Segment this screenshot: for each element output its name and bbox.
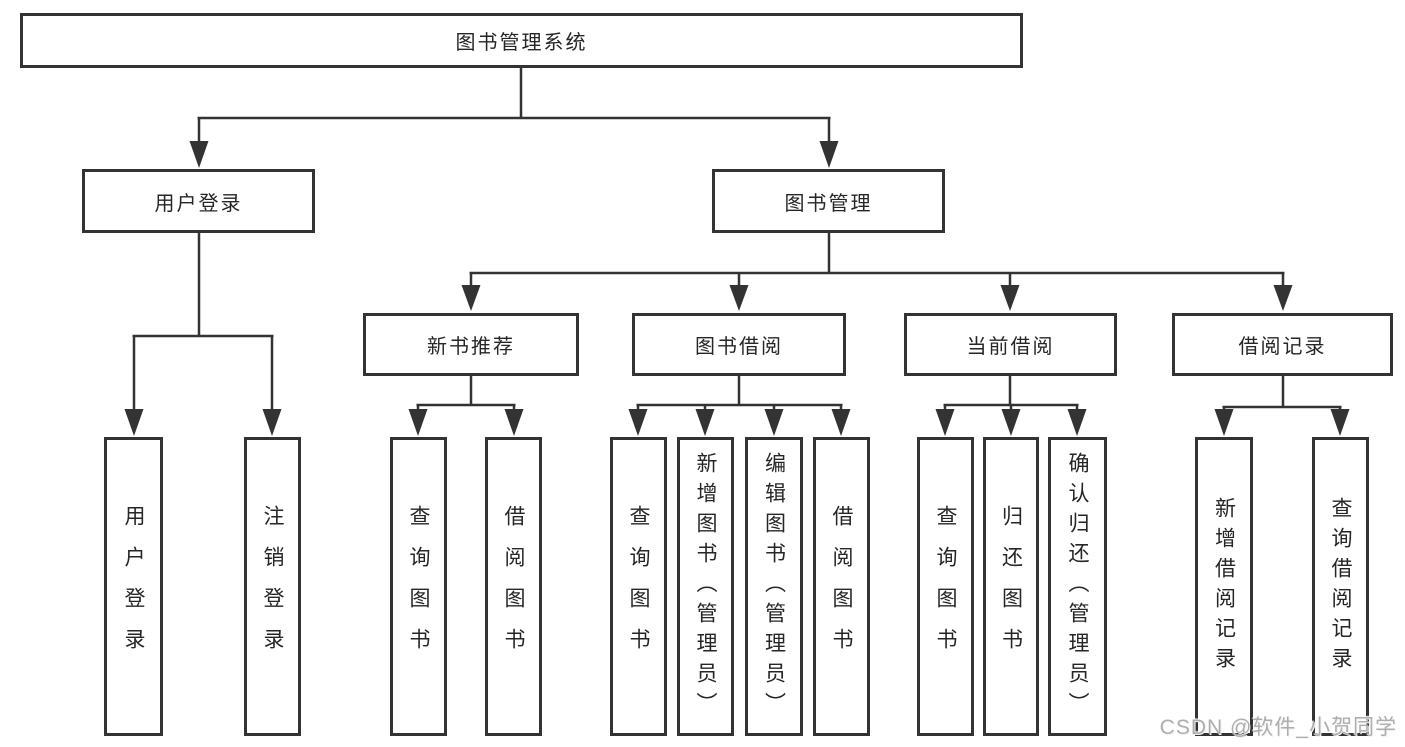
node-label: 新书推荐: [427, 336, 515, 358]
leaf-query-borrow-record: 查询借阅记录: [1312, 437, 1369, 736]
leaf-add-books-admin: 新增图书（管理员）: [677, 437, 734, 736]
node-user-login: 用户登录: [82, 169, 315, 233]
node-label: 新增图书（管理员）: [694, 451, 717, 722]
node-label: 注销登录: [261, 504, 284, 669]
node-label: 查询借阅记录: [1329, 496, 1352, 677]
node-label: 查询图书: [627, 504, 650, 669]
node-label: 归还图书: [999, 504, 1023, 669]
node-label: 图书借阅: [695, 336, 783, 358]
leaf-confirm-return-admin: 确认归还（管理员）: [1048, 437, 1107, 736]
node-label: 查询图书: [934, 504, 957, 669]
node-label: 借阅图书: [830, 504, 853, 669]
leaf-query-books-current: 查询图书: [917, 437, 974, 736]
leaf-edit-books-admin: 编辑图书（管理员）: [745, 437, 803, 736]
leaf-query-books-borrowing: 查询图书: [610, 437, 667, 736]
leaf-add-borrow-record: 新增借阅记录: [1195, 437, 1253, 736]
node-root-library-system: 图书管理系统: [20, 13, 1023, 68]
node-label: 用户登录: [154, 192, 243, 215]
node-label: 当前借阅: [966, 336, 1055, 358]
node-borrowing-records: 借阅记录: [1172, 313, 1393, 376]
node-label: 查询图书: [407, 504, 430, 669]
leaf-return-books: 归还图书: [983, 437, 1039, 736]
arrowheads: [124, 141, 1350, 436]
node-book-management: 图书管理: [712, 169, 945, 233]
leaf-borrow-books-recommend: 借阅图书: [485, 437, 542, 736]
leaf-user-login: 用户登录: [104, 437, 163, 736]
node-new-book-recommend: 新书推荐: [363, 313, 579, 376]
node-label: 借阅记录: [1238, 336, 1327, 358]
csdn-watermark: CSDN @软件_小贺同学: [1159, 716, 1397, 739]
node-label: 借阅图书: [502, 504, 525, 669]
node-label: 用户登录: [122, 504, 145, 669]
node-label: 图书管理: [784, 192, 873, 215]
node-book-borrowing: 图书借阅: [632, 313, 846, 376]
leaf-borrow-books: 借阅图书: [813, 437, 870, 736]
node-label: 新增借阅记录: [1212, 496, 1236, 677]
node-current-borrowing: 当前借阅: [904, 313, 1117, 376]
leaf-query-books-recommend: 查询图书: [390, 437, 447, 736]
node-label: 图书管理系统: [455, 32, 588, 54]
leaf-logout: 注销登录: [244, 437, 301, 736]
node-label: 编辑图书（管理员）: [762, 451, 786, 722]
node-label: 确认归还（管理员）: [1066, 451, 1089, 722]
